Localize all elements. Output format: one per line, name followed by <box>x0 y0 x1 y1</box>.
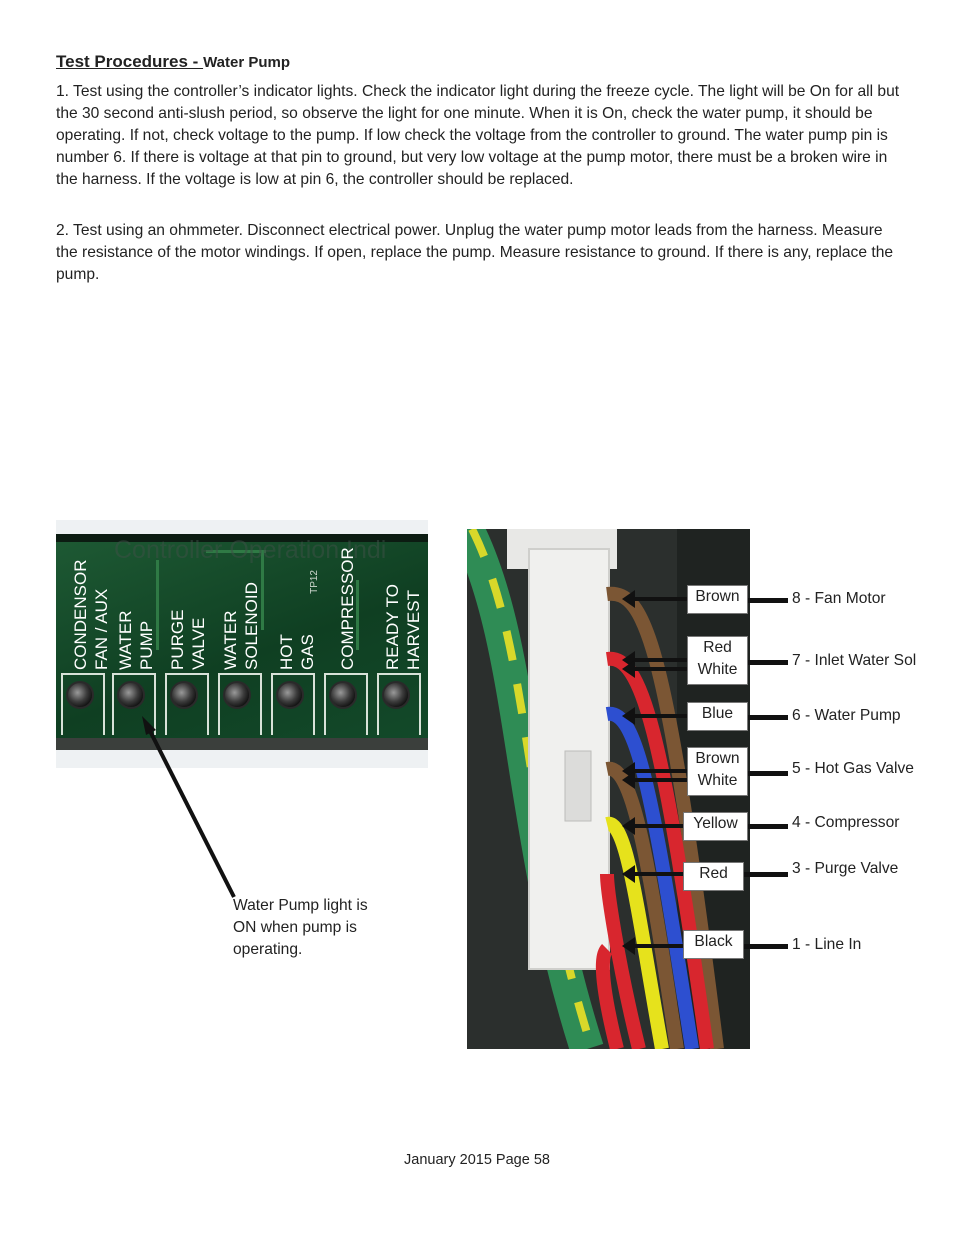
page-footer: January 2015 Page 58 <box>404 1152 550 1168</box>
ghost-overlay-text: Controller Operation Indi <box>114 536 387 564</box>
paragraph-indicator-test: 1. Test using the controller’s indicator… <box>56 83 900 188</box>
indicator-light-purge-valve <box>170 681 198 709</box>
pin-label-3-purge-valve: 3 - Purge Valve <box>792 860 899 877</box>
pin-label-6-water-pump: 6 - Water Pump <box>792 707 901 724</box>
wire-label-brown: Brown <box>687 585 748 614</box>
heading-subtitle: Water Pump <box>203 54 291 71</box>
indicator-light-compressor <box>329 681 357 709</box>
wire-label-red: Red <box>683 862 744 891</box>
section-heading: Test Procedures - Water Pump <box>56 52 290 72</box>
arrow-yellow <box>622 817 684 835</box>
indicator-light-water-solenoid <box>223 681 251 709</box>
arrow-brown <box>622 590 688 608</box>
pin-label-8-fan-motor: 8 - Fan Motor <box>792 590 886 607</box>
pin-label-5-hot-gas-valve: 5 - Hot Gas Valve <box>792 760 914 777</box>
controller-board-photo: Controller Operation Indi TP12 CONDENSOR… <box>56 520 428 768</box>
wire-label-red-white: Red White <box>687 636 748 685</box>
arrow-brown-white <box>622 762 688 780</box>
arrow-black <box>622 937 684 955</box>
arrow-blue <box>622 707 688 725</box>
pin-label-4-compressor: 4 - Compressor <box>792 814 900 831</box>
indicator-light-hot-gas <box>276 681 304 709</box>
wire-label-brown-white: Brown White <box>687 747 748 796</box>
pin-label-1-line-in: 1 - Line In <box>792 936 862 953</box>
heading-title: Test Procedures - <box>56 52 204 71</box>
arrow-red-white <box>622 651 688 669</box>
wire-label-black: Black <box>683 930 744 959</box>
arrow-red <box>622 865 684 883</box>
indicator-light-ready-to-harvest <box>382 681 410 709</box>
indicator-light-condensor <box>66 681 94 709</box>
paragraph-ohmmeter-test: 2. Test using an ohmmeter. Disconnect el… <box>56 222 894 283</box>
indicator-light-water-pump <box>117 681 145 709</box>
callout-text: Water Pump light is ON when pump is oper… <box>233 897 368 958</box>
water-pump-callout: Water Pump light is ON when pump is oper… <box>233 895 368 961</box>
pin-label-7-inlet-water-sol: 7 - Inlet Water Sol <box>792 652 917 669</box>
wire-label-yellow: Yellow <box>683 812 748 841</box>
harness-illustration <box>467 529 750 1049</box>
wire-label-blue: Blue <box>687 702 748 731</box>
